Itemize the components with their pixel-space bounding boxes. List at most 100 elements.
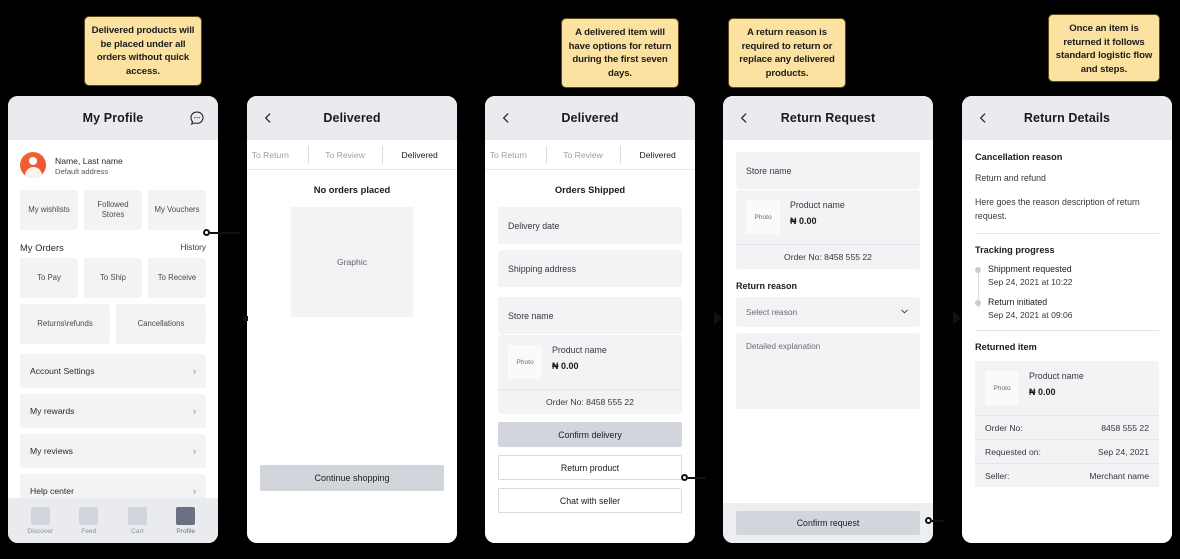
page-title: Return Details xyxy=(1023,111,1111,125)
product-photo-placeholder: Photo xyxy=(746,200,780,234)
empty-state-graphic: Graphic xyxy=(291,207,413,317)
page-title: Delivered xyxy=(323,111,381,125)
return-product-button[interactable]: Return product xyxy=(498,455,682,480)
order-status-tiles: To Pay To Ship To Receive xyxy=(8,258,218,298)
continue-shopping-button[interactable]: Continue shopping xyxy=(260,465,444,491)
connector-marker xyxy=(243,316,248,321)
return-reason-select[interactable]: Select reason xyxy=(736,297,920,327)
tab-to-review[interactable]: To Review xyxy=(545,140,621,170)
nav-item-discover[interactable]: Discover xyxy=(20,506,60,535)
tile-followed-stores[interactable]: Followed Stores xyxy=(84,190,142,230)
nav-label: Feed xyxy=(81,527,97,535)
connector-history-to-delivered xyxy=(203,229,240,236)
detail-row-requested-on: Requested on: Sep 24, 2021 xyxy=(975,439,1159,463)
settings-menu: Account Settings › My rewards › My revie… xyxy=(8,344,218,508)
nav-item-feed[interactable]: Feed xyxy=(69,506,109,535)
product-block[interactable]: Photo Product name ₦ 0.00 xyxy=(975,361,1159,415)
store-name-row[interactable]: Store name xyxy=(498,297,682,334)
screen-orders-shipped: Delivered To Return To Review Delivered … xyxy=(485,96,695,543)
product-block[interactable]: Photo Product name ₦ 0.00 xyxy=(736,190,920,244)
arrow-right-icon xyxy=(714,311,722,325)
tab-to-return[interactable]: To Return xyxy=(489,149,527,160)
product-price: ₦ 0.00 xyxy=(552,361,579,371)
chevron-left-icon[interactable] xyxy=(976,111,990,125)
connector-dot xyxy=(681,474,688,481)
nav-item-cart[interactable]: Cart xyxy=(117,506,157,535)
nav-item-profile[interactable]: Profile xyxy=(166,506,206,535)
screen-my-profile: My Profile Name, Last name Default xyxy=(8,96,218,543)
row-label: Store name xyxy=(746,165,792,176)
chevron-right-icon: › xyxy=(193,446,196,456)
avatar xyxy=(20,152,46,178)
connector-confirm-request-dot xyxy=(925,517,944,524)
product-price: ₦ 0.00 xyxy=(1029,387,1056,397)
product-name: Product name xyxy=(790,200,845,210)
menu-item-my-reviews[interactable]: My reviews › xyxy=(20,434,206,468)
status-tabs: To Return To Review Delivered xyxy=(485,140,695,170)
detail-row-order-no: Order No: 8458 555 22 xyxy=(975,415,1159,439)
row-label: Shipping address xyxy=(508,263,576,274)
timeline-dot-icon xyxy=(975,300,981,306)
order-detail-rows: Order No: 8458 555 22 Requested on: Sep … xyxy=(975,415,1159,487)
shipping-address-row[interactable]: Shipping address xyxy=(498,250,682,287)
screen-return-request: Return Request Store name Photo Product … xyxy=(723,96,933,543)
detail-label: Order No: xyxy=(985,422,1023,433)
history-link[interactable]: History xyxy=(180,243,206,252)
nav-label: Discover xyxy=(27,527,54,535)
cart-icon xyxy=(127,506,147,525)
divider xyxy=(975,233,1159,234)
note-return-reason: A return reason is required to return or… xyxy=(728,18,846,88)
chevron-left-icon[interactable] xyxy=(261,111,275,125)
tab-to-review[interactable]: To Review xyxy=(307,140,383,170)
product-block[interactable]: Photo Product name ₦ 0.00 xyxy=(498,335,682,389)
row-label: Store name xyxy=(508,310,554,321)
select-placeholder: Select reason xyxy=(746,307,798,317)
note-text: A delivered item will have options for r… xyxy=(568,27,672,79)
order-number: Order No: 8458 555 22 xyxy=(736,244,920,269)
divider xyxy=(975,330,1159,331)
menu-label: My rewards xyxy=(30,406,75,416)
timeline-item: Return initiated Sep 24, 2021 at 09:06 xyxy=(975,297,1159,320)
confirm-delivery-button[interactable]: Confirm delivery xyxy=(498,422,682,447)
product-name: Product name xyxy=(552,345,607,355)
detail-label: Requested on: xyxy=(985,446,1041,457)
profile-summary[interactable]: Name, Last name Default address xyxy=(8,140,218,184)
tile-cancellations[interactable]: Cancellations xyxy=(116,304,206,344)
tile-returns-refunds[interactable]: Returns\refunds xyxy=(20,304,110,344)
chat-with-seller-button[interactable]: Chat with seller xyxy=(498,488,682,513)
cancellation-reason-heading: Cancellation reason xyxy=(975,152,1063,162)
appbar: Return Details xyxy=(962,96,1172,140)
tile-my-vouchers[interactable]: My Vouchers xyxy=(148,190,206,230)
tile-to-receive[interactable]: To Receive xyxy=(148,258,206,298)
tab-to-return[interactable]: To Return xyxy=(251,149,289,160)
connector-line xyxy=(688,476,706,479)
feed-icon xyxy=(79,506,99,525)
note-text: A return reason is required to return or… xyxy=(739,27,835,79)
chevron-left-icon[interactable] xyxy=(737,111,751,125)
chevron-left-icon[interactable] xyxy=(499,111,513,125)
connector-line xyxy=(932,519,944,522)
tracking-progress-heading: Tracking progress xyxy=(975,245,1055,255)
page-title: Delivered xyxy=(561,111,619,125)
connector-empty-left-marker xyxy=(243,316,248,321)
tile-to-ship[interactable]: To Ship xyxy=(84,258,142,298)
tracking-timeline: Shippment requested Sep 24, 2021 at 10:2… xyxy=(975,264,1159,320)
tab-delivered[interactable]: Delivered xyxy=(620,140,695,170)
delivery-date-row[interactable]: Delivery date xyxy=(498,207,682,244)
store-name-row[interactable]: Store name xyxy=(736,152,920,189)
tile-my-wishlists[interactable]: My wishlists xyxy=(20,190,78,230)
menu-item-my-rewards[interactable]: My rewards › xyxy=(20,394,206,428)
timeline-item: Shippment requested Sep 24, 2021 at 10:2… xyxy=(975,264,1159,287)
menu-item-account-settings[interactable]: Account Settings › xyxy=(20,354,206,388)
tile-to-pay[interactable]: To Pay xyxy=(20,258,78,298)
detailed-explanation-input[interactable]: Detailed explanation xyxy=(736,333,920,409)
profile-default-address: Default address xyxy=(55,167,109,176)
chevron-right-icon: › xyxy=(193,406,196,416)
appbar: Delivered xyxy=(485,96,695,140)
chevron-down-icon xyxy=(899,306,910,319)
tab-delivered[interactable]: Delivered xyxy=(382,140,457,170)
chat-bubble-icon[interactable] xyxy=(189,110,205,126)
confirm-request-button[interactable]: Confirm request xyxy=(736,511,920,535)
detail-row-seller: Seller: Merchant name xyxy=(975,463,1159,487)
screen-return-details: Return Details Cancellation reason Retur… xyxy=(962,96,1172,543)
